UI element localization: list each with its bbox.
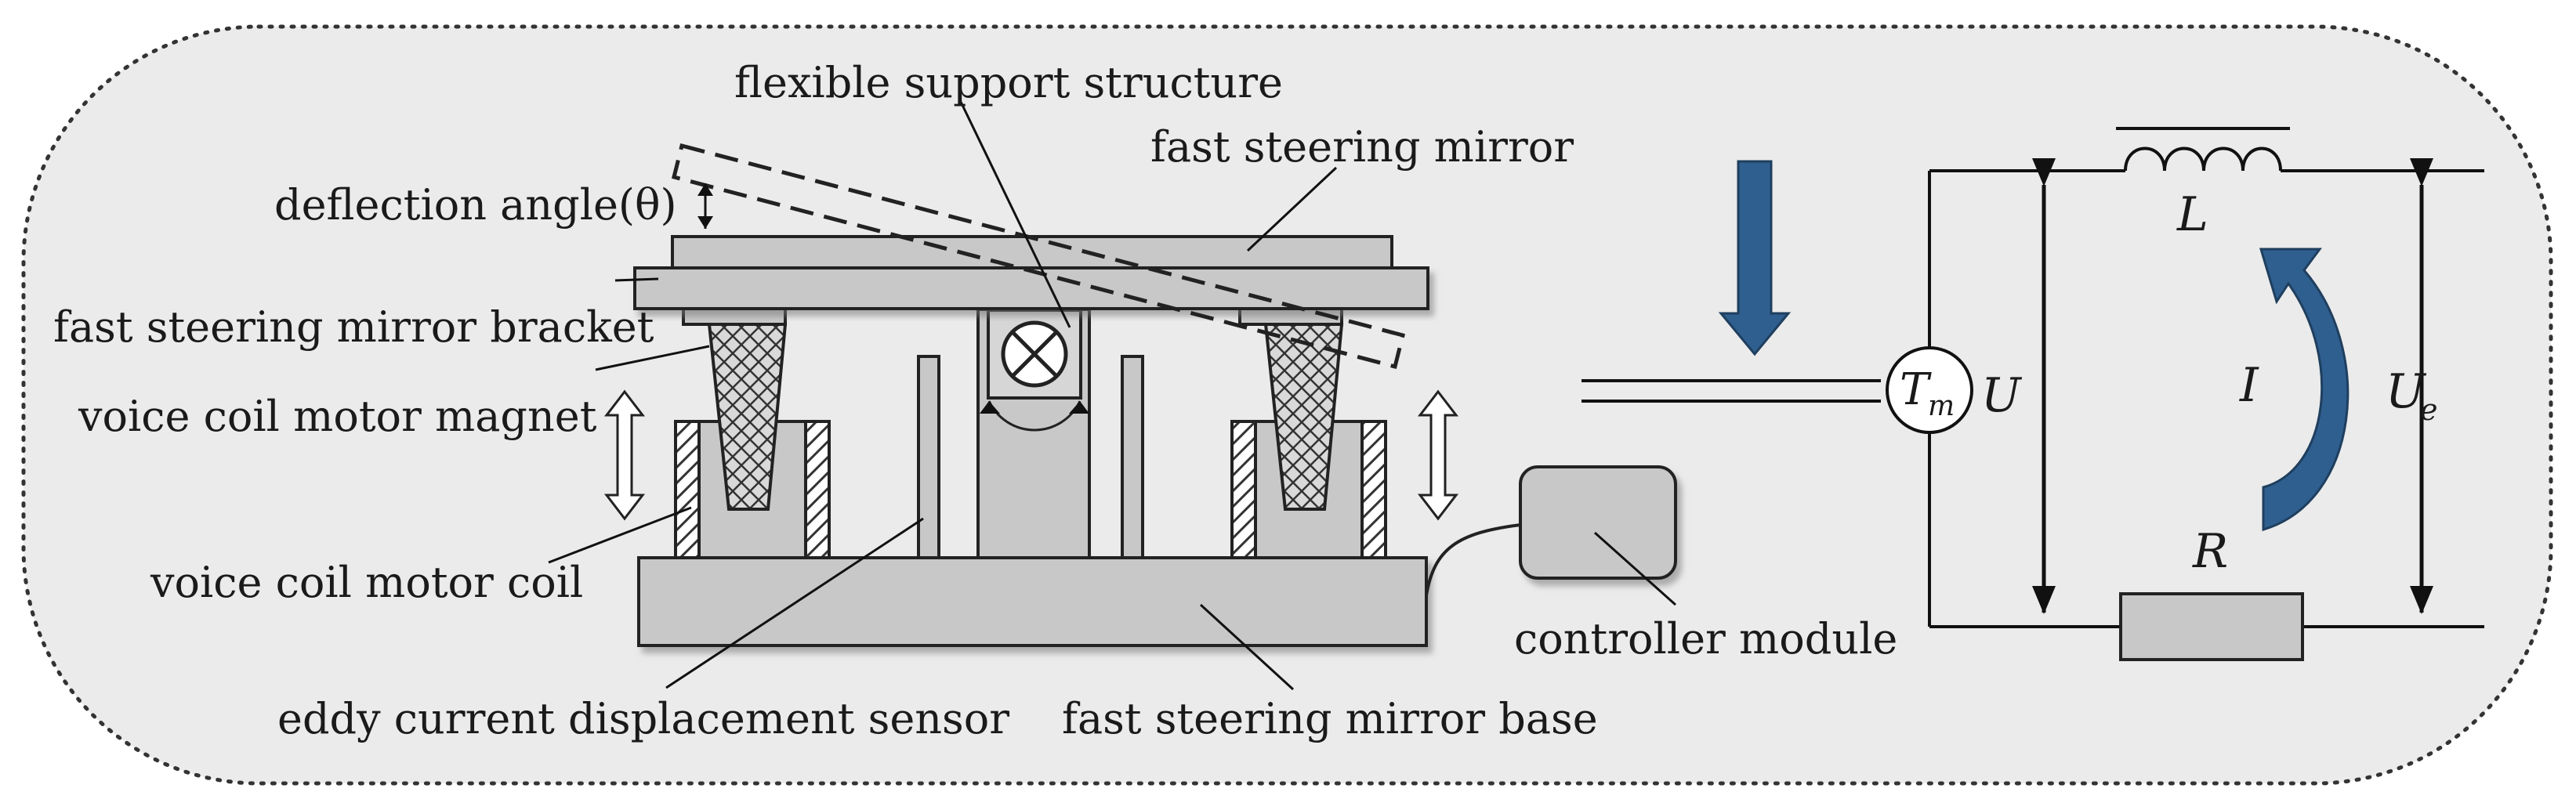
left-coil-outer-right: [804, 420, 831, 559]
eddy-sensor-right: [1121, 355, 1144, 559]
blue-input-arrow: [1718, 160, 1792, 356]
inductor-symbol: L: [2176, 187, 2208, 242]
left-coil-outer-left: [674, 420, 701, 559]
mirror-bracket: [633, 266, 1429, 310]
torque-symbol: T: [1900, 364, 1932, 415]
controller-module: [1519, 465, 1677, 580]
voltage-symbol: U: [1981, 368, 2023, 423]
left-motion-arrow: [603, 389, 646, 521]
left-magnet-cap: [682, 307, 787, 326]
resistor-symbol: R: [2192, 524, 2228, 579]
label-flexible-support: flexible support structure: [734, 58, 1283, 107]
current-arrow: [2259, 248, 2350, 532]
labels: flexible support structure fast steering…: [53, 58, 1897, 743]
left-magnet: [707, 323, 788, 511]
leader-lines: [548, 101, 1676, 691]
label-vcm-magnet: voice coil motor magnet: [78, 392, 597, 441]
label-vcm-coil: voice coil motor coil: [150, 558, 583, 607]
controller-cable: [1425, 523, 1521, 596]
rotation-arc: [987, 400, 1081, 432]
torque-subscript: m: [1928, 390, 1955, 422]
label-eddy-sensor: eddy current displacement sensor: [277, 694, 1009, 743]
torque-source: [1886, 346, 1973, 434]
right-magnet: [1263, 323, 1344, 511]
mirror-base: [637, 556, 1428, 647]
label-deflection-angle: deflection angle(θ): [274, 180, 677, 230]
label-mirror-base: fast steering mirror base: [1062, 694, 1598, 743]
emf-symbol: U: [2386, 364, 2427, 419]
resistor: [2119, 592, 2304, 661]
right-motion-arrow: [1417, 389, 1459, 521]
emf-subscript: e: [2420, 392, 2438, 427]
inductor-coil: [2124, 146, 2282, 172]
label-fast-steering-mirror: fast steering mirror: [1150, 122, 1574, 172]
right-coil-outer-left: [1230, 420, 1257, 559]
label-controller: controller module: [1514, 614, 1897, 664]
eddy-sensor-left: [917, 355, 940, 559]
deflected-mirror-outline: [671, 143, 1406, 370]
right-coil-outer-right: [1360, 420, 1387, 559]
circuit-model: L R I U U e T m: [1581, 127, 2484, 661]
mirror-plate: [671, 235, 1393, 269]
mirror-assembly: [603, 143, 1677, 647]
current-symbol: I: [2239, 358, 2259, 413]
label-mirror-bracket: fast steering mirror bracket: [53, 302, 654, 352]
